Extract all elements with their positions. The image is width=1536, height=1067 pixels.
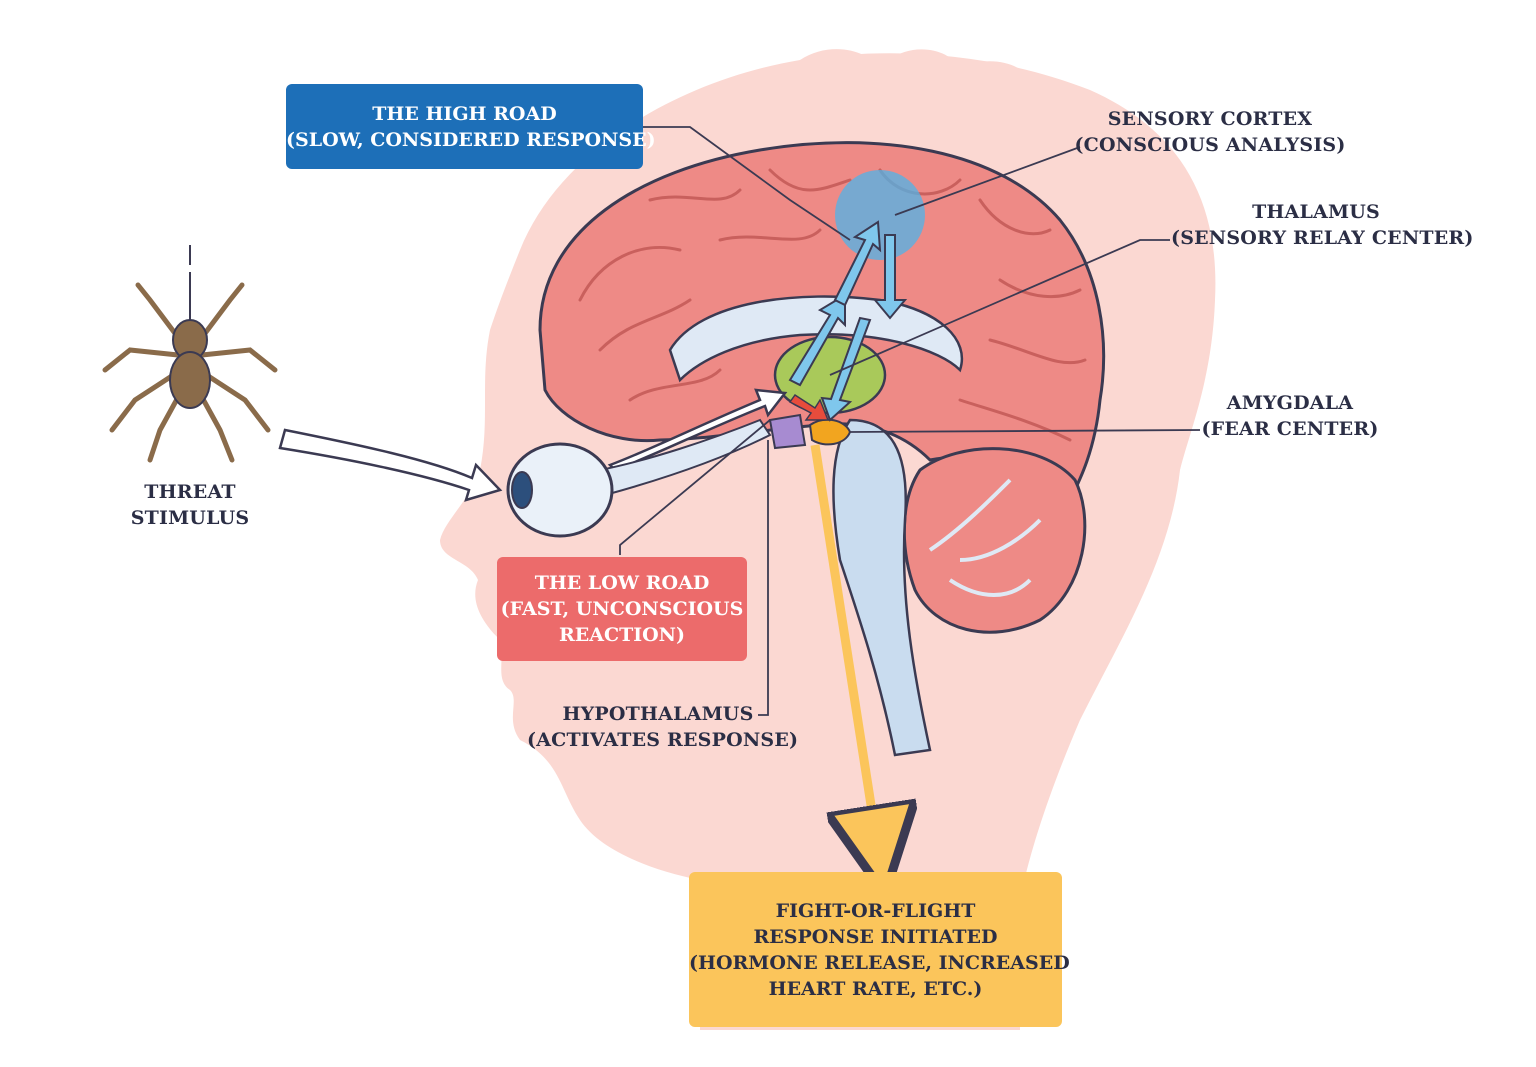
thalamus-line1: THALAMUS xyxy=(1252,201,1380,223)
high-road-line2: (SLOW, CONSIDERED RESPONSE) xyxy=(286,128,656,151)
hypothalamus-line1: HYPOTHALAMUS xyxy=(562,703,754,725)
low-road-arrow xyxy=(788,393,830,421)
low-road-box: THE LOW ROAD (FAST, UNCONSCIOUS REACTION… xyxy=(497,557,747,661)
amygdala-region xyxy=(808,418,852,446)
fight-flight-line3: (HORMONE RELEASE, INCREASED xyxy=(689,951,1070,974)
sensory-cortex-line2: (CONSCIOUS ANALYSIS) xyxy=(1074,134,1346,156)
amygdala-line2: (FEAR CENTER) xyxy=(1201,418,1379,440)
fight-flight-arrow xyxy=(810,444,878,850)
threat-line1: THREAT xyxy=(144,481,236,503)
threat-stimulus-label: THREAT STIMULUS xyxy=(106,479,274,531)
amygdala-label: AMYGDALA (FEAR CENTER) xyxy=(1200,390,1380,442)
low-road-line3: REACTION) xyxy=(558,624,686,646)
eye xyxy=(506,442,614,538)
low-road-line2: (FAST, UNCONSCIOUS xyxy=(500,598,744,620)
spider-icon xyxy=(102,245,278,463)
cerebellum xyxy=(902,447,1087,634)
hair-tuft xyxy=(800,49,1030,110)
low-road-line1: THE LOW ROAD xyxy=(534,572,710,594)
high-road-arrows xyxy=(788,220,908,422)
hypothalamus-region xyxy=(768,413,807,450)
fight-flight-line4: HEART RATE, ETC.) xyxy=(768,977,983,1000)
fight-flight-line2: RESPONSE INITIATED xyxy=(753,925,998,948)
hypothalamus-line2: (ACTIVATES RESPONSE) xyxy=(527,729,799,751)
hypothalamus-label: HYPOTHALAMUS (ACTIVATES RESPONSE) xyxy=(527,701,799,753)
fight-flight-box: FIGHT-OR-FLIGHT RESPONSE INITIATED (HORM… xyxy=(689,872,1070,1027)
sensory-cortex-label: SENSORY CORTEX (CONSCIOUS ANALYSIS) xyxy=(1072,106,1348,158)
stimulus-arrow xyxy=(278,428,503,502)
sensory-cortex-line1: SENSORY CORTEX xyxy=(1107,108,1313,130)
brainstem xyxy=(832,418,932,757)
thalamus-label: THALAMUS (SENSORY RELAY CENTER) xyxy=(1171,199,1474,251)
thalamus-line2: (SENSORY RELAY CENTER) xyxy=(1171,227,1474,249)
threat-line2: STIMULUS xyxy=(130,507,250,529)
leader-lines xyxy=(619,126,1201,716)
high-road-line1: THE HIGH ROAD xyxy=(372,102,557,125)
optic-nerve xyxy=(598,418,772,497)
optic-path-arrow xyxy=(607,388,788,472)
amygdala-line1: AMYGDALA xyxy=(1226,392,1354,414)
high-road-box: THE HIGH ROAD (SLOW, CONSIDERED RESPONSE… xyxy=(286,84,656,169)
fight-flight-line1: FIGHT-OR-FLIGHT xyxy=(775,899,976,922)
